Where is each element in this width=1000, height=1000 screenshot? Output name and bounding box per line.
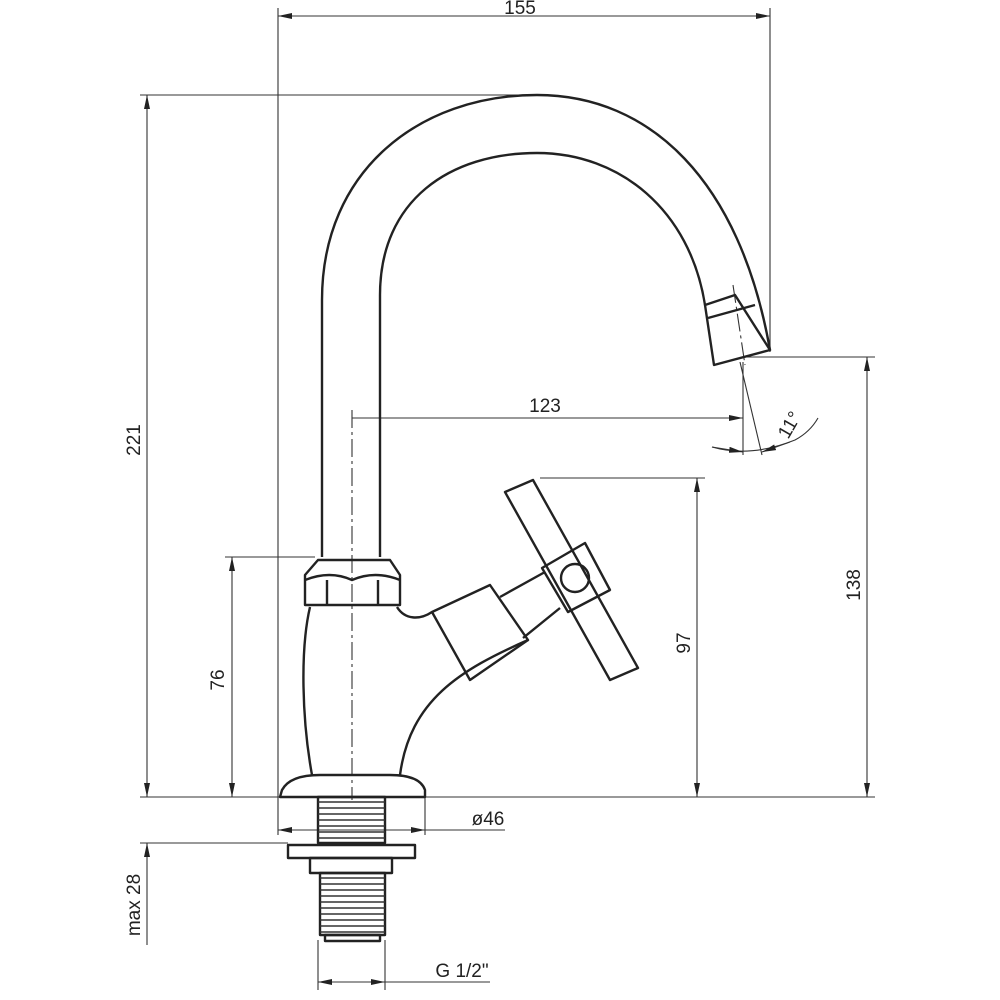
dim-spout-angle: 11° — [774, 408, 806, 442]
dim-total-width: 155 — [504, 0, 536, 19]
dim-max-thickness: max 28 — [124, 874, 145, 936]
dim-spout-reach: 123 — [529, 396, 561, 417]
extension-lines — [140, 8, 875, 990]
dim-total-height: 221 — [124, 424, 145, 456]
mounting-nut — [286, 843, 417, 860]
handle-hub — [540, 541, 612, 614]
dim-thread: G 1/2" — [435, 961, 488, 982]
thread-lines — [318, 801, 385, 933]
cross-handle — [503, 478, 640, 682]
spout-centerline — [732, 284, 746, 366]
hex-nut — [303, 558, 402, 607]
base-flange — [278, 773, 427, 799]
dimension-lines — [144, 13, 870, 985]
dim-spout-height: 138 — [844, 569, 865, 601]
dim-handle-height: 97 — [674, 632, 695, 653]
handle-stem — [499, 570, 561, 639]
dim-base-diameter: ø46 — [472, 809, 505, 830]
faucet-body — [278, 93, 772, 943]
dim-body-height: 76 — [208, 669, 229, 690]
spout-tip — [703, 293, 772, 367]
